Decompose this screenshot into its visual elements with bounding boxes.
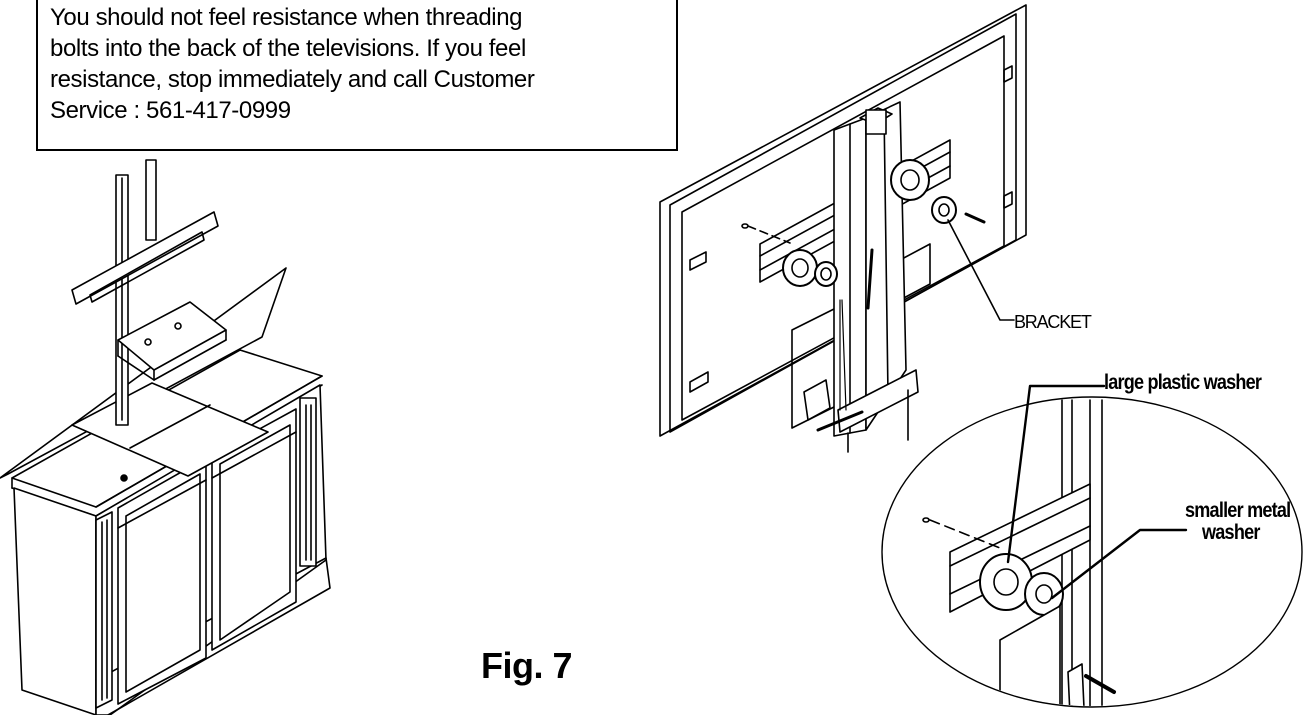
- large-plastic-washer-label: large plastic washer: [1104, 371, 1262, 394]
- warning-note-text: You should not feel resistance when thre…: [50, 4, 535, 124]
- washer-detail-magnifier: [881, 384, 1303, 708]
- smaller-metal-washer-label-line1: smaller metal: [1185, 499, 1291, 522]
- figure-caption: Fig. 7: [481, 645, 573, 686]
- tv-lift-cabinet: [0, 159, 331, 715]
- lift-column: [803, 101, 919, 453]
- washers-on-bracket: [782, 159, 1015, 321]
- bracket-label: BRACKET: [1014, 312, 1092, 332]
- warning-note: You should not feel resistance when thre…: [36, 0, 678, 151]
- smaller-metal-washer-label-line2: washer: [1202, 521, 1260, 544]
